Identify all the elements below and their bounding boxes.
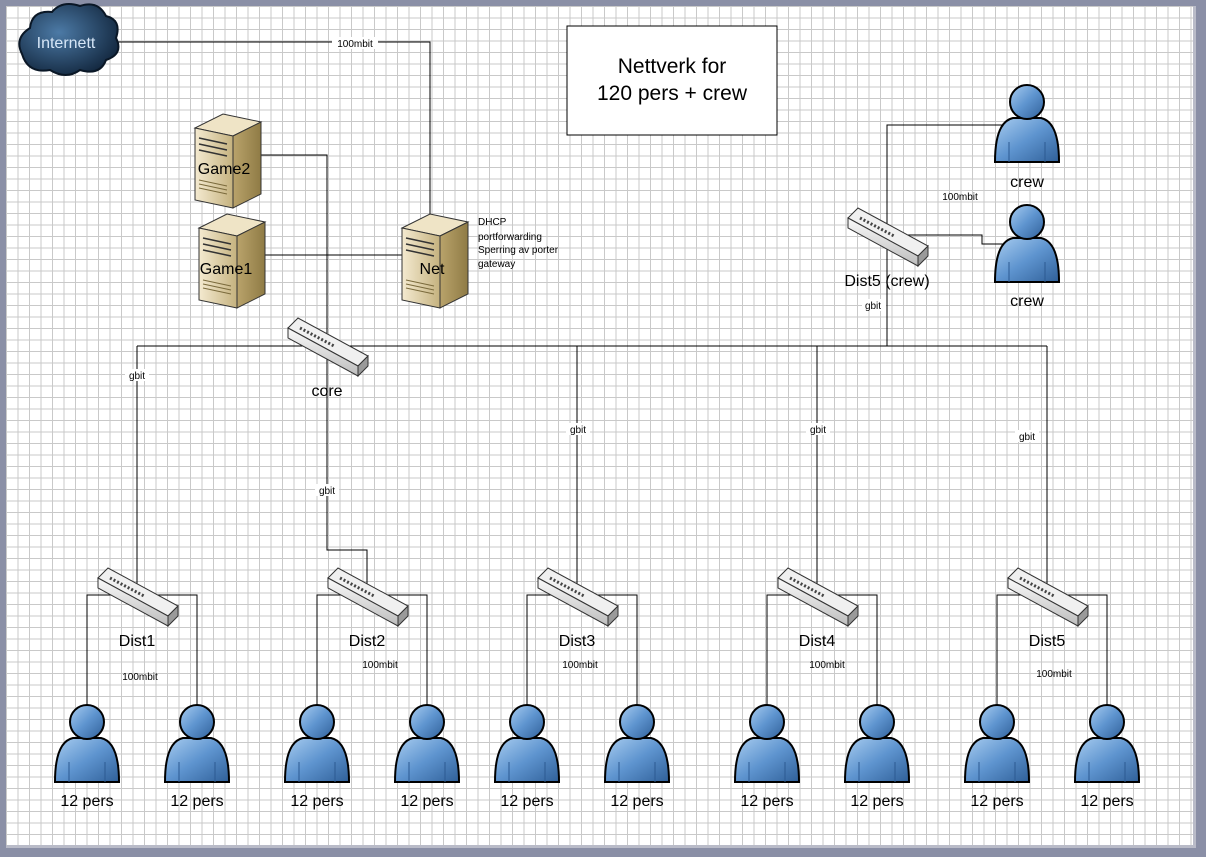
title-line-1: Nettverk for: [618, 55, 727, 78]
group-3-label: 12 pers: [290, 793, 343, 810]
group-1-label: 12 pers: [60, 793, 113, 810]
internet-cloud-icon[interactable]: [18, 3, 120, 76]
group-6-label: 12 pers: [610, 793, 663, 810]
internet-label: Internett: [37, 35, 96, 52]
group-5-person-icon[interactable]: [494, 704, 560, 783]
net-note-dhcp: DHCP: [478, 217, 507, 228]
crew-1-label: crew: [1010, 174, 1044, 191]
link-dist5crew-core: [886, 124, 1027, 346]
group-7-label: 12 pers: [740, 793, 793, 810]
link-label-dist1-users: 100mbit: [122, 672, 158, 683]
group-4-label: 12 pers: [400, 793, 453, 810]
dist2-switch-icon[interactable]: [326, 566, 410, 628]
dist3-switch-icon[interactable]: [536, 566, 620, 628]
net-note-sperring: Sperring av porter: [478, 245, 559, 256]
group-8-label: 12 pers: [850, 793, 903, 810]
group-10-person-icon[interactable]: [1074, 704, 1140, 783]
title-line-2: 120 pers + crew: [597, 82, 748, 105]
group-9-person-icon[interactable]: [964, 704, 1030, 783]
net-label: Net: [420, 261, 445, 278]
group-10-label: 12 pers: [1080, 793, 1133, 810]
link-label-core-dist2: gbit: [319, 486, 335, 497]
link-label-dist3-users: 100mbit: [562, 660, 598, 671]
crew-2-person-icon[interactable]: [994, 204, 1060, 283]
link-label-internet-net: 100mbit: [337, 39, 373, 50]
group-4-person-icon[interactable]: [394, 704, 460, 783]
group-2-person-icon[interactable]: [164, 704, 230, 783]
dist1-label: Dist1: [119, 633, 156, 650]
link-game2-dist2: [223, 154, 368, 595]
link-label-dist5crew-core: gbit: [865, 301, 881, 312]
link-label-core-dist4: gbit: [810, 425, 826, 436]
core-label: core: [311, 383, 342, 400]
dist4-label: Dist4: [799, 633, 836, 650]
group-9-label: 12 pers: [970, 793, 1023, 810]
dist3-label: Dist3: [559, 633, 596, 650]
link-labels: 100mbit 100mbit gbit gbit gbit gbit gbit…: [122, 37, 1072, 683]
dist5-label: Dist5: [1029, 633, 1066, 650]
link-label-core-dist3: gbit: [570, 425, 586, 436]
game2-label: Game2: [198, 161, 251, 178]
core-switch-icon[interactable]: [286, 316, 370, 378]
net-note-gateway: gateway: [478, 259, 515, 270]
connections: [66, 41, 1108, 745]
group-2-label: 12 pers: [170, 793, 223, 810]
link-label-core-dist1: gbit: [129, 371, 145, 382]
link-internet-net: [66, 41, 431, 255]
dist5-crew-switch-icon[interactable]: [846, 206, 930, 268]
link-label-dist2-users: 100mbit: [362, 660, 398, 671]
group-8-person-icon[interactable]: [844, 704, 910, 783]
group-7-person-icon[interactable]: [734, 704, 800, 783]
game1-label: Game1: [200, 261, 253, 278]
title-box: [566, 25, 778, 136]
dist1-switch-icon[interactable]: [96, 566, 180, 628]
crew-2-label: crew: [1010, 293, 1044, 310]
group-5-label: 12 pers: [500, 793, 553, 810]
crew-1-person-icon[interactable]: [994, 84, 1060, 163]
link-label-dist4-users: 100mbit: [809, 660, 845, 671]
dist2-label: Dist2: [349, 633, 386, 650]
dist5-crew-label: Dist5 (crew): [844, 273, 929, 290]
group-1-person-icon[interactable]: [54, 704, 120, 783]
dist4-switch-icon[interactable]: [776, 566, 860, 628]
group-6-person-icon[interactable]: [604, 704, 670, 783]
link-label-dist5-users: 100mbit: [1036, 669, 1072, 680]
link-label-crew: 100mbit: [942, 192, 978, 203]
link-label-core-dist5: gbit: [1019, 432, 1035, 443]
net-note-portforwarding: portforwarding: [478, 232, 542, 243]
dist5-switch-icon[interactable]: [1006, 566, 1090, 628]
group-3-person-icon[interactable]: [284, 704, 350, 783]
